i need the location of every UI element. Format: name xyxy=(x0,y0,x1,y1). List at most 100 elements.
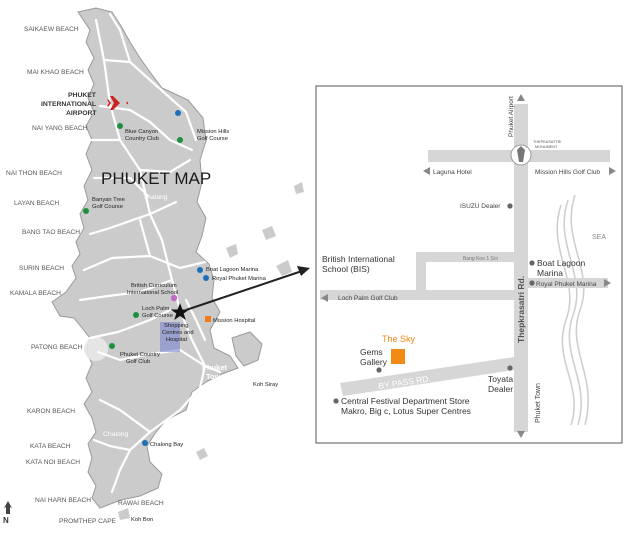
north-arrow: N xyxy=(3,501,12,525)
gems-gallery-marker[interactable] xyxy=(376,367,382,373)
mission-hills-line2: Golf Course xyxy=(197,136,228,142)
islet-3 xyxy=(226,244,238,258)
location-star-icon[interactable] xyxy=(170,303,190,320)
loch-palm-line1: Loch Palm xyxy=(142,306,170,312)
bangkoo-soi-label: Bang Koo 1 Soi xyxy=(463,256,498,262)
inset-roads xyxy=(320,104,610,432)
mission-hills-golf-label: Mission Hills Golf Club xyxy=(535,169,600,176)
monument-line2: MONUMENT xyxy=(535,145,558,149)
blue-canyon-line1: Blue Canyon xyxy=(125,129,158,135)
phuket-town-line1: Phuket xyxy=(202,363,228,372)
phuket-town-road-label: Phuket Town xyxy=(535,383,542,423)
beach-label: NAI YANG BEACH xyxy=(32,125,88,132)
beach-label: NAI THON BEACH xyxy=(6,170,62,177)
phuket-airport-label: Phuket Airport xyxy=(508,96,515,137)
british-curriculum-line1: British Curriculum xyxy=(131,283,177,289)
royal-phuket-marker[interactable] xyxy=(529,280,535,286)
loch-palm-road xyxy=(320,290,514,300)
arrow-west-laguna xyxy=(423,167,430,175)
royal-phuket-label: Royal Phuket Marina xyxy=(212,276,267,282)
loch-palm-line2: Golf Course xyxy=(142,313,173,319)
golf-marker[interactable] xyxy=(177,137,183,143)
koh-siray-island xyxy=(231,331,263,367)
shopping-line1: Shopping xyxy=(164,323,189,329)
sea-label: SEA xyxy=(592,234,606,241)
marina-marker[interactable] xyxy=(142,440,148,446)
laguna-hotel-label: Laguna Hotel xyxy=(433,169,472,176)
arrow-west-lochpalm xyxy=(321,294,328,302)
islet-4 xyxy=(276,260,292,276)
beach-label: KATA BEACH xyxy=(30,443,71,450)
banyan-tree-line2: Golf Course xyxy=(92,204,123,210)
beach-label: MAI KHAO BEACH xyxy=(27,69,84,76)
beach-label: SURIN BEACH xyxy=(19,265,64,272)
patong-bay xyxy=(84,337,108,361)
isuzu-dealer-label: ISUZU Dealer xyxy=(460,203,501,210)
gems-gallery-line2: Gallery xyxy=(360,357,388,367)
marina-marker[interactable] xyxy=(175,110,181,116)
gems-gallery-line1: Gems xyxy=(360,347,383,357)
arrow-east-royal xyxy=(604,279,611,287)
inset-map: SEA THEPKASATTRI MONUMENT xyxy=(315,85,623,444)
golf-marker[interactable] xyxy=(83,208,89,214)
golf-marker[interactable] xyxy=(109,343,115,349)
golf-marker[interactable] xyxy=(117,123,123,129)
hospital-marker[interactable] xyxy=(205,316,211,322)
boat-lagoon-marker[interactable] xyxy=(529,260,535,266)
airport-label-line1: PHUKET xyxy=(68,92,97,99)
golf-marker[interactable] xyxy=(133,312,139,318)
beach-label: PATONG BEACH xyxy=(31,344,83,351)
isuzu-marker[interactable] xyxy=(507,203,513,209)
toyota-marker[interactable] xyxy=(507,365,513,371)
thalang-label: Thalang xyxy=(143,194,168,201)
koh-bon-island xyxy=(118,508,130,520)
islet-5 xyxy=(196,448,208,460)
central-festival-line1: Central Festival Department Store xyxy=(341,396,470,406)
bangkoo-soi-stub xyxy=(416,252,426,296)
beach-label: NAI HARN BEACH xyxy=(35,497,91,504)
phuket-island-map: N SAIKAEW BEACH MAI KHAO BEACH NAI YANG … xyxy=(3,7,304,525)
monument: THEPKASATTRI MONUMENT xyxy=(510,140,561,166)
phuket-town-line2: Town xyxy=(206,372,225,381)
marina-marker[interactable] xyxy=(197,267,203,273)
monument-line1: THEPKASATTRI xyxy=(533,140,561,144)
marina-marker[interactable] xyxy=(203,275,209,281)
place-markers: Blue Canyon Country Club Mission Hills G… xyxy=(83,110,278,523)
shopping-area[interactable] xyxy=(160,322,180,352)
pointer-arrow xyxy=(185,266,310,311)
map-title: PHUKET MAP xyxy=(101,169,211,188)
british-curriculum-line2: International School xyxy=(127,290,178,296)
beach-label: KAMALA BEACH xyxy=(10,290,61,297)
boat-lagoon-line2: Marina xyxy=(537,268,563,278)
koh-siray-label: Koh Siray xyxy=(253,382,278,388)
koh-bon-label: Koh Bon xyxy=(131,517,153,523)
banyan-tree-line1: Banyan Tree xyxy=(92,197,125,203)
british-school-line2: School (BIS) xyxy=(322,264,370,274)
inset-road-labels: Phuket Airport Laguna Hotel Mission Hill… xyxy=(338,96,600,423)
phuket-country-line2: Golf Club xyxy=(126,359,150,365)
toyota-line2: Dealer xyxy=(488,384,513,394)
boat-lagoon-line1: Boat Lagoon xyxy=(537,258,585,268)
the-sky-marker[interactable] xyxy=(391,349,405,364)
toyota-line1: Toyata xyxy=(488,374,513,384)
central-festival-marker[interactable] xyxy=(333,398,339,404)
island-shape xyxy=(51,7,239,509)
airport-label-line2: INTERNATIONAL xyxy=(41,101,96,108)
arrow-east-mission xyxy=(609,167,616,175)
north-label: N xyxy=(3,516,9,525)
mission-hills-line1: Mission Hills xyxy=(197,129,229,135)
beach-label: LAYAN BEACH xyxy=(14,200,59,207)
inset-places: British International School (BIS) Boat … xyxy=(322,254,585,416)
main-roads xyxy=(78,12,222,494)
royal-phuket-road xyxy=(528,278,608,288)
monument-icon xyxy=(517,146,525,162)
shopping-line3: Hospital xyxy=(166,337,187,343)
royal-phuket-marina-label: Royal Phuket Marina xyxy=(536,281,597,288)
road-arrows xyxy=(321,94,616,438)
boat-lagoon-label: Boat Lagoon Marina xyxy=(206,267,259,273)
chalong-bay-label: Chalong Bay xyxy=(150,442,183,448)
british-school-line1: British International xyxy=(322,254,395,264)
school-marker[interactable] xyxy=(170,294,178,302)
